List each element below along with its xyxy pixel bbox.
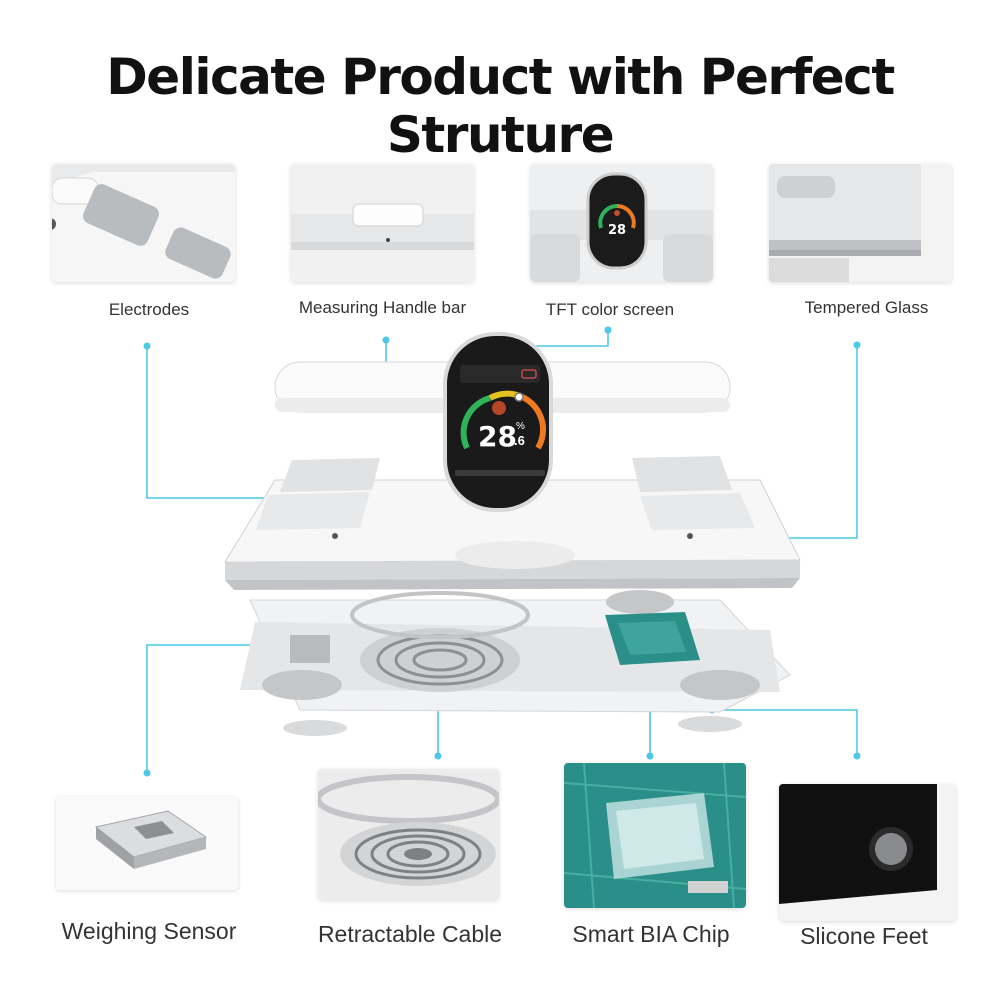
exploded-scale-illustration: [224, 332, 801, 736]
label-weighing-sensor: Weighing Sensor: [61, 918, 237, 944]
tft-screen-thumbnail: 28: [530, 164, 713, 282]
page-title: Delicate Product with Perfect Struture: [106, 48, 895, 164]
label-slicone-feet: Slicone Feet: [800, 923, 928, 949]
label-smart-bia-chip: Smart BIA Chip: [572, 921, 730, 947]
tempered-glass-thumbnail: [769, 164, 952, 282]
display-reading-main: 28: [478, 420, 517, 453]
weighing-sensor-thumbnail: [56, 797, 238, 890]
handle-bar-thumbnail: [291, 164, 474, 282]
bia-chip-thumbnail: [564, 763, 746, 908]
label-retractable-cable: Retractable Cable: [317, 921, 503, 947]
label-tft-color-screen: TFT color screen: [545, 300, 675, 319]
label-tempered-glass: Tempered Glass: [804, 298, 929, 317]
display-reading-decimal: .6: [514, 433, 525, 448]
display-reading: 28 % .6: [472, 418, 534, 458]
label-measuring-handle-bar: Measuring Handle bar: [298, 298, 467, 317]
electrodes-thumbnail: [52, 164, 235, 282]
svg-text:28: 28: [608, 223, 626, 238]
label-electrodes: Electrodes: [108, 300, 190, 319]
silicone-feet-thumbnail: [779, 784, 956, 921]
retractable-cable-thumbnail: [318, 769, 499, 900]
display-reading-unit: %: [516, 421, 525, 432]
